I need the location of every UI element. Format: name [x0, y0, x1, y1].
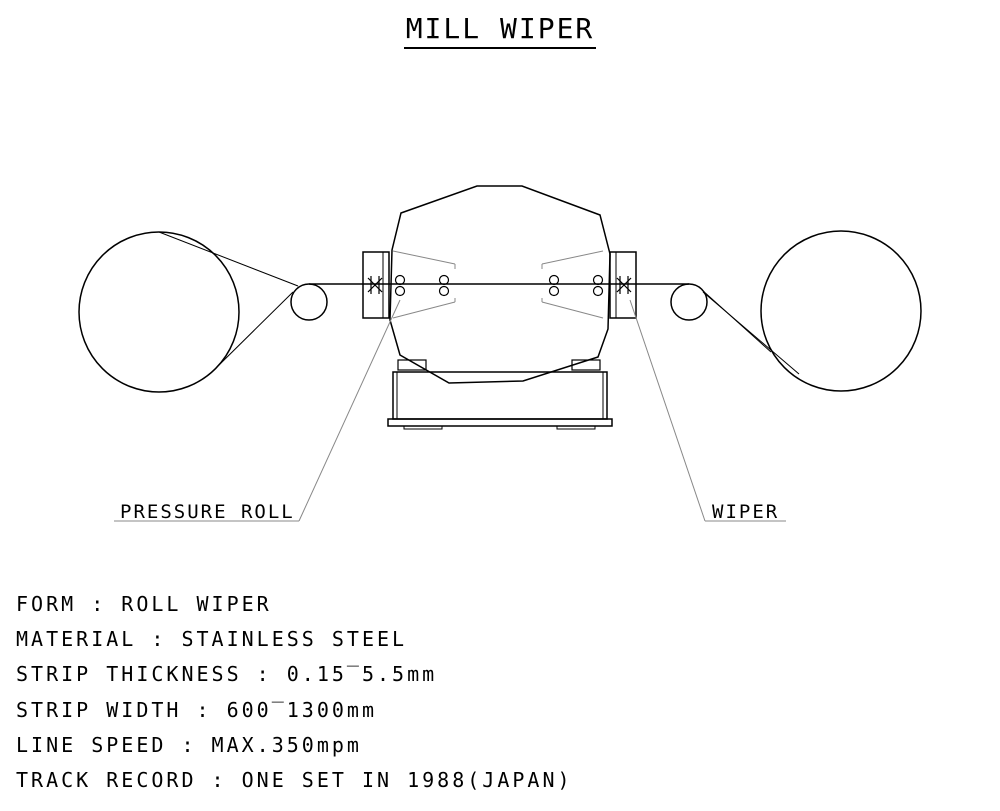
left-deflector-roll — [290, 283, 328, 321]
strip-lower-right — [702, 291, 800, 375]
pressure-roll — [438, 285, 450, 297]
pressure-roll — [592, 274, 604, 286]
spec-line-speed: LINE SPEED : MAX.350mpm — [16, 732, 362, 757]
mill-stand-housing — [389, 185, 611, 384]
right-coil — [760, 230, 922, 392]
pressure-roll — [438, 274, 450, 286]
specifications: FORM : ROLL WIPER MATERIAL : STAINLESS S… — [16, 587, 573, 798]
pressure-roll — [548, 274, 560, 286]
mill-bed-lug-right — [556, 425, 596, 430]
spec-form: FORM : ROLL WIPER — [16, 592, 272, 616]
right-deflector-roll — [670, 283, 708, 321]
wiper-leader — [629, 299, 706, 522]
spec-strip-thickness: STRIP THICKNESS : 0.15‾5.5mm — [16, 662, 438, 687]
drawing-title: MILL WIPER — [0, 12, 1000, 49]
pressure-roll — [394, 274, 406, 286]
pressure-roll-leader — [298, 299, 401, 522]
pressure-roll — [394, 285, 406, 297]
spec-material: MATERIAL : STAINLESS STEEL — [16, 627, 408, 652]
mill-base-right-foot — [571, 359, 601, 371]
mill-base — [392, 371, 608, 420]
pressure-roll — [548, 285, 560, 297]
mill-bed-lug-left — [403, 425, 443, 430]
pressure-roll-label: PRESSURE ROLL — [120, 501, 295, 523]
mill-base-left-foot — [397, 359, 427, 371]
left-wiper-block — [362, 251, 390, 319]
mill-bed-plate — [387, 418, 613, 427]
strip-upper-left — [158, 231, 299, 287]
pressure-roll — [592, 285, 604, 297]
spec-track-record: TRACK RECORD : ONE SET IN 1988(JAPAN) — [16, 767, 573, 792]
left-coil — [78, 231, 240, 393]
spec-strip-width: STRIP WIDTH : 600‾1300mm — [16, 697, 377, 722]
right-wiper-block — [609, 251, 637, 319]
wiper-label: WIPER — [712, 501, 780, 523]
strip-lower-left — [217, 291, 294, 367]
